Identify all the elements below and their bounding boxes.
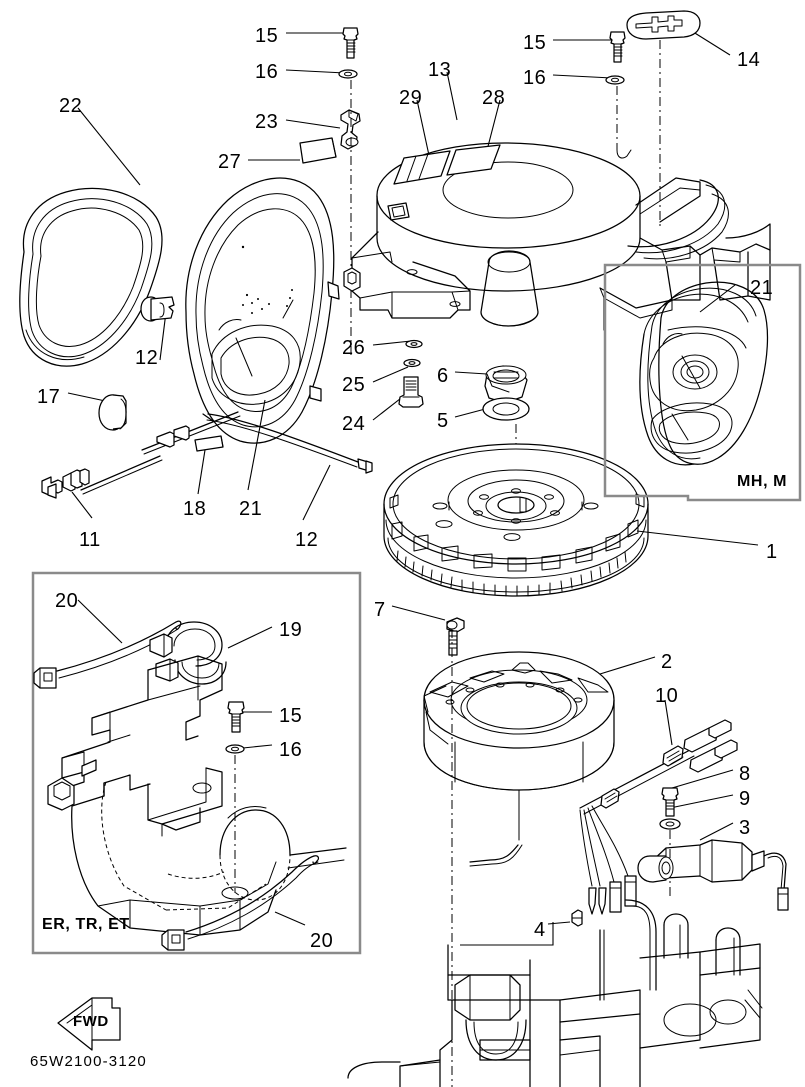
part-9-washer (659, 818, 681, 830)
part-23-clip (340, 109, 361, 150)
callout-25: 25 (342, 374, 366, 396)
inset-label-er-tr-et: ER, TR, ET (42, 916, 130, 933)
part-12-grommet-upper (140, 296, 175, 322)
part-14-plate (626, 10, 701, 40)
part-25-washer (403, 358, 421, 368)
callout-3: 3 (739, 817, 751, 839)
part-22-seal-ring (19, 187, 163, 367)
callout-4: 4 (534, 919, 546, 941)
callout-29: 29 (399, 87, 423, 109)
part-11-fitting (41, 455, 163, 499)
part-15-bolt-left (342, 27, 359, 59)
callout-16: 16 (279, 739, 303, 761)
part-1-flywheel-rotor (383, 443, 649, 597)
callout-27: 27 (218, 151, 242, 173)
part-24-bolt (398, 376, 424, 408)
part-21-cover-inset (639, 281, 769, 466)
part-15-bolt-right (609, 31, 626, 63)
part-13-flywheel-cover (343, 142, 771, 331)
part-19-clamp (149, 621, 227, 685)
part-4-plug (460, 909, 583, 946)
part-15-bolt-inset (227, 701, 245, 733)
inset-bracket (47, 655, 347, 936)
part-20-cable-tie-lower (161, 855, 320, 951)
callout-12: 12 (295, 529, 319, 551)
callout-17: 17 (37, 386, 61, 408)
callout-10: 10 (655, 685, 679, 707)
callout-7: 7 (374, 599, 386, 621)
callout-15: 15 (255, 25, 279, 47)
callout-8: 8 (739, 763, 751, 785)
part-7-bolt (446, 617, 465, 656)
engine-block (347, 899, 763, 1087)
callout-1: 1 (766, 541, 778, 563)
callout-12: 12 (135, 347, 159, 369)
callout-20: 20 (310, 930, 334, 952)
right-inset-frame (603, 263, 802, 502)
callout-28: 28 (482, 87, 506, 109)
part-27-label (299, 137, 337, 164)
part-16-washer-left (338, 69, 358, 79)
lower-left-inset-frame (31, 571, 362, 955)
part-12-cable-lower (202, 413, 373, 474)
stator-poles (423, 662, 609, 745)
callout-22: 22 (59, 95, 83, 117)
diagram-part-number: 65W2100-3120 (30, 1053, 147, 1070)
part-6-nut (484, 365, 528, 404)
part-21-cover-left (185, 177, 340, 444)
callout-18: 18 (183, 498, 207, 520)
callout-9: 9 (739, 788, 751, 810)
callout-14: 14 (737, 49, 761, 71)
callout-5: 5 (437, 410, 449, 432)
callout-21: 21 (239, 498, 263, 520)
callout-15: 15 (523, 32, 547, 54)
callout-23: 23 (255, 111, 279, 133)
part-18-label (141, 411, 241, 455)
callout-15: 15 (279, 705, 303, 727)
part-26-washer (405, 339, 423, 349)
fwd-label: FWD (73, 1013, 109, 1030)
callout-20: 20 (55, 590, 79, 612)
part-16-washer-inset (225, 744, 245, 754)
callout-16: 16 (523, 67, 547, 89)
callout-24: 24 (342, 413, 366, 435)
part-8-bolt (661, 787, 679, 817)
callout-26: 26 (342, 337, 366, 359)
ring-gear-teeth (396, 550, 627, 597)
callout-16: 16 (255, 61, 279, 83)
part-2-stator-base (423, 651, 615, 791)
part-3-ignition-coil (637, 839, 789, 911)
callout-6: 6 (437, 365, 449, 387)
part-17-cap (98, 394, 127, 431)
magnet-blocks (391, 519, 639, 572)
callout-21: 21 (750, 277, 774, 299)
callout-2: 2 (661, 651, 673, 673)
stator-wire-bundle (469, 789, 523, 867)
callout-13: 13 (428, 59, 452, 81)
part-16-washer-right (605, 75, 625, 85)
fwd-arrow (57, 997, 121, 1051)
inset-label-mh-m: MH, M (737, 473, 788, 490)
leader-lines (67, 29, 759, 926)
part-10-cable-assembly (579, 719, 738, 915)
callout-19: 19 (279, 619, 303, 641)
part-5-washer (482, 397, 530, 421)
callout-11: 11 (79, 529, 101, 551)
